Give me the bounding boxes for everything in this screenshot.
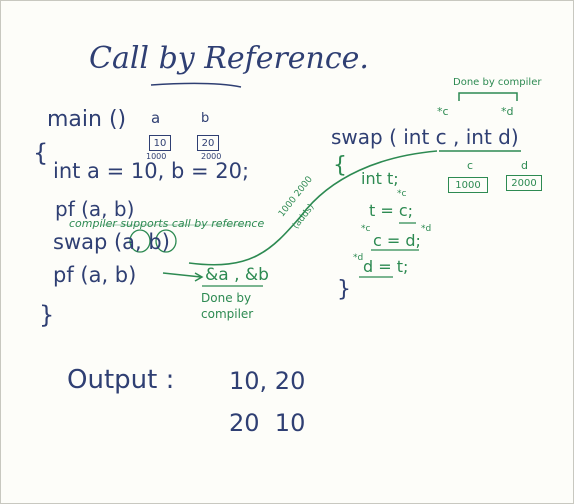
star-d-param: *d [501, 105, 514, 118]
star-d-line3: *d [421, 224, 432, 234]
output-label: Output : [67, 365, 175, 395]
main-decl: int a = 10, b = 20; [53, 159, 250, 183]
ref-arrow-line [162, 272, 202, 278]
output-line-1: 10, 20 [229, 367, 306, 395]
swap-call: swap (a, b) [53, 230, 170, 254]
box-b: 20 [197, 135, 219, 151]
done-by-label: Done by [201, 291, 252, 305]
var-a-label: a [151, 109, 161, 127]
box-d: 2000 [506, 175, 542, 191]
ref-arrow-head [194, 272, 204, 282]
flow-addr-note: (adds) [291, 202, 317, 232]
page-title: Call by Reference. [89, 41, 369, 76]
star-d-line4: *d [353, 253, 364, 263]
swap-brace-open: { [333, 153, 347, 178]
star-c-line3: *c [361, 224, 371, 234]
var-b-label: b [201, 111, 210, 126]
note-compiler-supports: compiler supports call by reference [69, 217, 265, 230]
swap-line-2: t = c; [369, 201, 414, 220]
printf-1: pf (a, b) [55, 197, 135, 221]
swap-signature: swap ( int c , int d) [331, 125, 519, 149]
title-underline [150, 82, 242, 88]
swap-line-1: int t; [361, 169, 399, 188]
output-line-2: 20 10 [229, 409, 306, 437]
ref-args: &a , &b [205, 265, 269, 285]
compiler-label: compiler [201, 307, 254, 321]
main-brace-open: { [33, 139, 49, 167]
done-by-compiler-note: Done by compiler [453, 77, 542, 88]
swap-brace-close: } [337, 277, 351, 302]
compiler-bracket [458, 92, 518, 101]
box-a: 10 [149, 135, 171, 151]
param-d-label: d [521, 159, 528, 172]
printf-2: pf (a, b) [53, 263, 137, 287]
addr-a: 1000 [146, 152, 167, 161]
swap-line-3: c = d; [373, 231, 421, 250]
star-c-param: *c [437, 105, 449, 118]
swap-line-4: d = t; [363, 257, 409, 276]
addr-b: 2000 [201, 152, 222, 161]
box-c: 1000 [448, 177, 488, 193]
param-c-label: c [467, 159, 474, 172]
main-brace-close: } [39, 301, 55, 329]
main-header: main () [47, 107, 127, 132]
star-c-line2: *c [397, 189, 407, 199]
